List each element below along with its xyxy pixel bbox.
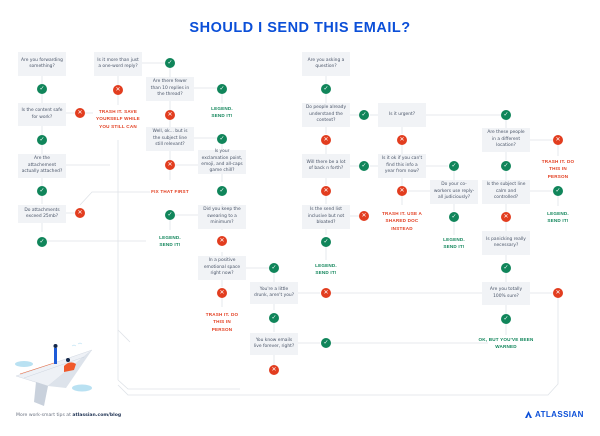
atlassian-mark-icon — [525, 411, 532, 418]
paper-plane-illustration — [15, 342, 93, 406]
outcome-trash-shared-doc: TRASH IT. USE A SHARED DOC INSTEAD — [381, 211, 423, 231]
question-forwarding: Are you forwarding something? — [18, 52, 66, 76]
check-icon: ✓ — [165, 210, 175, 220]
question-find-info: Is it ok if you can't find this info a y… — [378, 154, 426, 178]
question-subject-calm: Is the subject line calm and controlled? — [482, 180, 530, 204]
check-icon: ✓ — [321, 237, 331, 247]
check-icon: ✓ — [37, 84, 47, 94]
x-icon: ✕ — [217, 236, 227, 246]
check-icon: ✓ — [37, 186, 47, 196]
check-icon: ✓ — [501, 263, 511, 273]
outcome-legend-send-it: LEGEND. SEND IT! — [159, 235, 181, 248]
question-send-list: Is the send list inclusive but not bloat… — [302, 205, 350, 229]
question-attachment-attached: Are the attachement actually attached? — [18, 154, 66, 178]
x-icon: ✕ — [359, 211, 369, 221]
question-exclamation: Is your exclamation point, emoji, and al… — [198, 149, 246, 174]
footer-prefix: More work-smart tips at — [16, 413, 73, 418]
question-urgent: Is it urgent? — [378, 103, 426, 127]
footer-link[interactable]: atlassian.com/blog — [72, 413, 122, 418]
question-one-word-reply: Is it more than just a one-word reply? — [94, 52, 142, 76]
outcome-legend-send-it: LEGEND. SEND IT! — [547, 211, 569, 224]
question-reply-all: Do your co-workers use reply-all judicio… — [430, 180, 478, 204]
x-icon: ✕ — [553, 288, 563, 298]
check-icon: ✓ — [217, 186, 227, 196]
check-icon: ✓ — [321, 84, 331, 94]
check-icon: ✓ — [165, 58, 175, 68]
footer-tip: More work-smart tips at atlassian.com/bl… — [16, 413, 121, 418]
outcome-legend-send-it: LEGEND. SEND IT! — [211, 106, 233, 119]
question-different-location: Are these people in a different location… — [482, 128, 530, 152]
check-icon: ✓ — [501, 110, 511, 120]
question-emails-forever: You know emails live forever, right? — [250, 333, 298, 355]
check-icon: ✓ — [217, 134, 227, 144]
x-icon: ✕ — [75, 108, 85, 118]
atlassian-logo: ATLASSIAN — [525, 410, 584, 419]
x-icon: ✕ — [321, 135, 331, 145]
question-safe-for-work: Is the content safe for work? — [18, 103, 66, 126]
check-icon: ✓ — [553, 186, 563, 196]
x-icon: ✕ — [321, 288, 331, 298]
x-icon: ✕ — [75, 208, 85, 218]
question-back-n-forth: Will there be a lot of back n forth? — [302, 154, 350, 178]
outcome-ok-been-warned: OK, BUT YOU'VE BEEN WARNED — [478, 337, 534, 350]
x-icon: ✕ — [553, 135, 563, 145]
x-icon: ✕ — [217, 288, 227, 298]
check-icon: ✓ — [269, 263, 279, 273]
x-icon: ✕ — [501, 212, 511, 222]
outcome-legend-send-it: LEGEND. SEND IT! — [443, 237, 465, 250]
question-understand-context: Do people already understand the context… — [302, 103, 350, 127]
check-icon: ✓ — [321, 338, 331, 348]
outcome-trash-do-in-person: TRASH IT. DO THIS IN PERSON — [205, 312, 239, 332]
x-icon: ✕ — [165, 160, 175, 170]
question-subject-relevant: Well, ok... but is the subject line stil… — [146, 127, 194, 151]
question-totally-sure: Are you totally 100% sure? — [482, 282, 530, 305]
x-icon: ✕ — [113, 85, 123, 95]
x-icon: ✕ — [397, 135, 407, 145]
check-icon: ✓ — [359, 110, 369, 120]
check-icon: ✓ — [501, 314, 511, 324]
question-panicking: Is panicking really necessary? — [482, 231, 530, 255]
x-icon: ✕ — [165, 110, 175, 120]
x-icon: ✕ — [321, 186, 331, 196]
question-drunk: You're a little drunk, aren't you? — [250, 282, 298, 304]
question-swearing: Did you keep the swearing to a minimum? — [198, 205, 246, 229]
check-icon: ✓ — [501, 161, 511, 171]
check-icon: ✓ — [37, 135, 47, 145]
check-icon: ✓ — [449, 161, 459, 171]
check-icon: ✓ — [217, 84, 227, 94]
check-icon: ✓ — [269, 313, 279, 323]
question-fewer-replies: Are there fewer than 10 replies in the t… — [146, 77, 194, 101]
outcome-fix-that-first: FIX THAT FIRST — [151, 189, 189, 194]
question-attachments-size: Do attachments exceed 25mb? — [18, 205, 66, 223]
check-icon: ✓ — [449, 212, 459, 222]
outcome-trash-do-in-person: TRASH IT. DO THIS IN PERSON — [541, 159, 575, 179]
x-icon: ✕ — [269, 365, 279, 375]
page-title: SHOULD I SEND THIS EMAIL? — [189, 20, 411, 36]
check-icon: ✓ — [37, 237, 47, 247]
question-asking-question: Are you asking a question? — [302, 52, 350, 76]
brand-name: ATLASSIAN — [535, 410, 584, 419]
outcome-legend-send-it: LEGEND. SEND IT! — [315, 263, 337, 276]
x-icon: ✕ — [397, 186, 407, 196]
outcome-trash-save-yourself: TRASH IT. SAVE YOURSELF WHILE YOU STILL … — [96, 109, 140, 129]
check-icon: ✓ — [359, 161, 369, 171]
question-emotional-space: In a positive emotional space right now? — [198, 256, 246, 280]
